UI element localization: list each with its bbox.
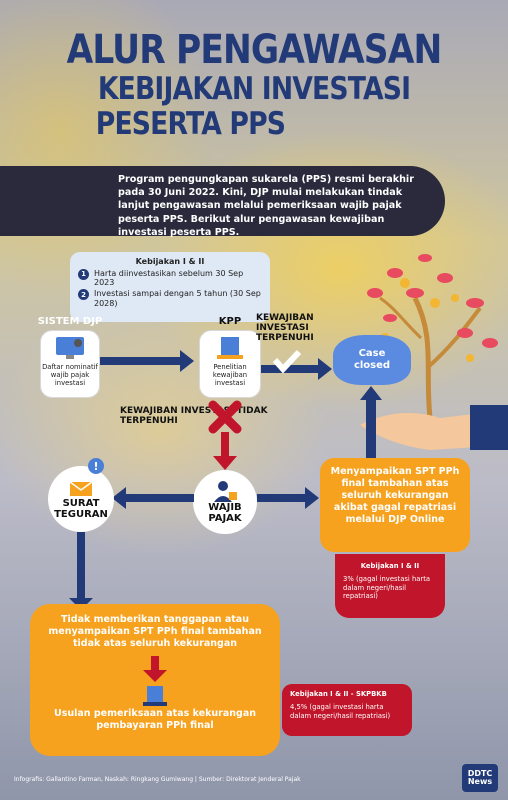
arrow-head — [143, 670, 167, 682]
footer-credits: Infografis: Gallantino Farman, Naskah: R… — [14, 776, 301, 783]
sistem-djp-label: SISTEM DJP — [37, 316, 103, 327]
surat-teguran-label: SURAT TEGURAN — [54, 497, 108, 521]
kebijakan-item: 1 Harta diinvestasikan sebelum 30 Sep 20… — [78, 269, 262, 287]
check-icon — [272, 349, 302, 374]
arrow-head — [180, 350, 194, 372]
case-closed-cloud: Case closed — [333, 335, 411, 385]
arrow-head — [112, 487, 126, 509]
tarif-box-2-text: 4,5% (gagal investasi harta dalam negeri… — [290, 702, 391, 720]
title-line-3: PESERTA PPS — [95, 106, 286, 142]
kebijakan-item: 2 Investasi sampai dengan 5 tahun (30 Se… — [78, 289, 262, 308]
wajib-pajak-circle: WAJIB PAJAK — [193, 470, 257, 534]
surat-teguran-circle: SURAT TEGURAN — [48, 466, 114, 532]
kebijakan-item-text: Investasi sampai dengan 5 tahun (30 Sep … — [94, 289, 261, 308]
bottom-box-top-text: Tidak memberikan tanggapan atau menyampa… — [48, 614, 262, 649]
arrow-connector — [77, 532, 85, 602]
kebijakan-item-text: Harta diinvestasikan sebelum 30 Sep 2023 — [94, 269, 244, 288]
tarif-box-1-text: 3% (gagal investasi harta dalam negeri/h… — [343, 574, 431, 601]
arrow-head — [213, 456, 237, 470]
ddtc-logo: DDTC News — [462, 764, 498, 792]
bottom-box-bottom-text: Usulan pemeriksaan atas kekurangan pemba… — [53, 708, 256, 731]
building-icon — [217, 337, 243, 359]
arrow-connector — [151, 656, 159, 672]
sistem-djp-card-text: Daftar nominatif wajib pajak investasi — [42, 363, 98, 388]
arrow-connector — [366, 398, 376, 470]
number-badge: 1 — [78, 269, 89, 280]
arrow-connector — [100, 357, 182, 365]
building-icon — [143, 686, 167, 706]
kpp-label: KPP — [218, 316, 242, 327]
sistem-djp-card: Daftar nominatif wajib pajak investasi — [40, 330, 100, 398]
wajib-pajak-label: WAJIB PAJAK — [208, 501, 242, 525]
arrow-head — [318, 358, 332, 380]
alert-icon: ! — [88, 458, 104, 474]
kewajiban-terpenuhi-label: KEWAJIBAN INVESTASI TERPENUHI — [256, 313, 314, 343]
intro-text: Program pengungkapan sukarela (PPS) resm… — [0, 166, 445, 238]
person-icon — [214, 480, 237, 502]
number-badge: 2 — [78, 289, 89, 301]
tarif-box-1-title: Kebijakan I & II — [360, 562, 420, 570]
kewajiban-tidak-label: KEWAJIBAN INVESTASI TIDAK TERPENUHI — [120, 406, 268, 426]
kpp-card: Penelitian kewajiban investasi — [199, 330, 261, 398]
bottom-orange-box: Tidak memberikan tanggapan atau menyampa… — [30, 604, 280, 756]
kebijakan-box: Kebijakan I & II 1 Harta diinvestasikan … — [70, 252, 270, 322]
kebijakan-title: Kebijakan I & II — [135, 257, 205, 266]
arrow-connector — [257, 494, 307, 502]
envelope-icon — [69, 480, 93, 496]
tarif-box-2-title: Kebijakan I & II - SKPBKB — [290, 690, 387, 698]
arrow-head — [305, 487, 319, 509]
arrow-head — [360, 386, 382, 400]
kpp-card-text: Penelitian kewajiban investasi — [212, 363, 248, 388]
computer-icon — [56, 337, 84, 359]
logo-text: DDTC News — [467, 769, 493, 786]
hand-illustration — [360, 405, 508, 450]
tarif-box-2: Kebijakan I & II - SKPBKB 4,5% (gagal in… — [282, 684, 412, 736]
tarif-box-1: Kebijakan I & II 3% (gagal investasi har… — [335, 554, 445, 618]
arrow-connector — [221, 432, 229, 458]
title-line-1: ALUR PENGAWASAN — [66, 27, 443, 73]
arrow-connector — [261, 365, 321, 373]
cross-icon — [208, 400, 242, 434]
spt-box: Menyampaikan SPT PPh final tambahan atas… — [320, 458, 470, 552]
arrow-connector — [124, 494, 194, 502]
title-line-2: KEBIJAKAN INVESTASI — [97, 71, 411, 107]
infographic-title: ALUR PENGAWASAN KEBIJAKAN INVESTASI PESE… — [0, 30, 508, 140]
